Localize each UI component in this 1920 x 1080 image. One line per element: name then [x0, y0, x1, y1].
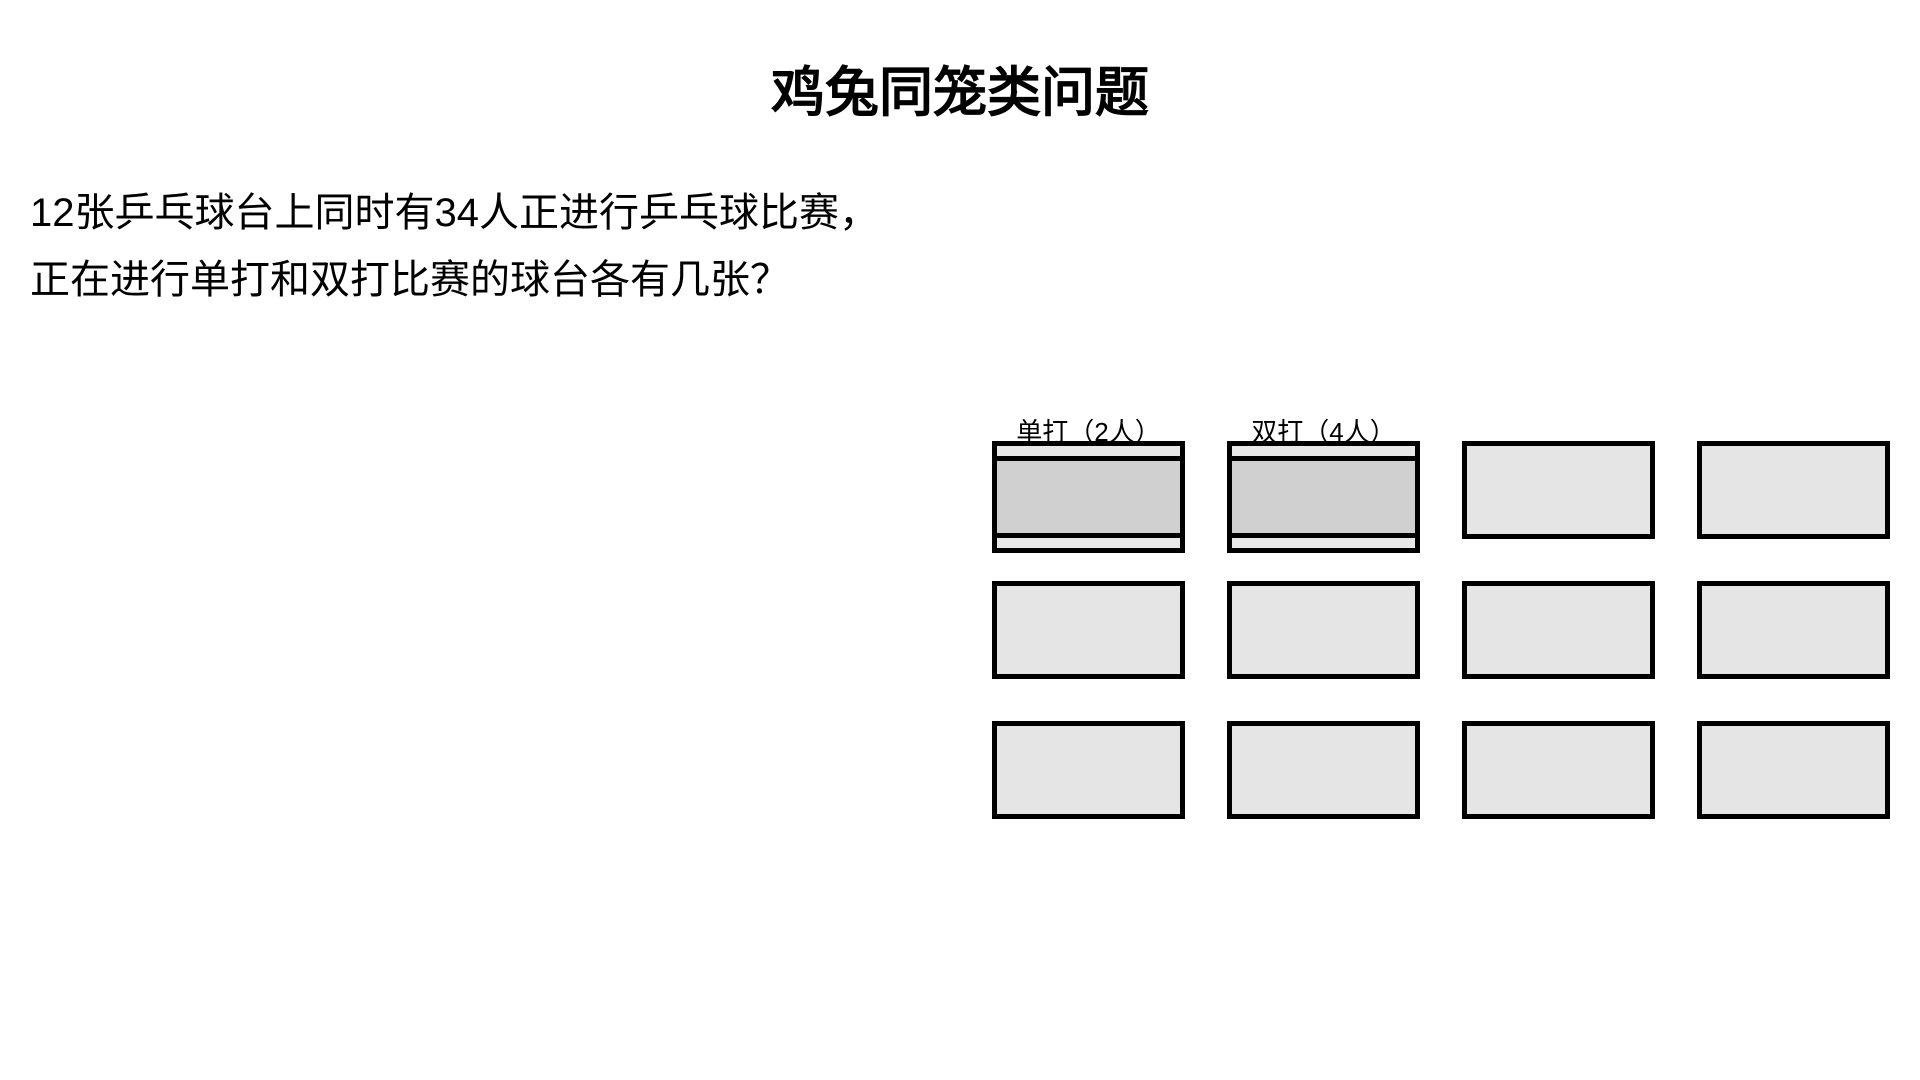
table-end-zone: [1232, 446, 1415, 456]
pingpong-table-doubles: [1227, 441, 1420, 553]
table-edge-line: [997, 456, 1180, 461]
table-cell: [1462, 721, 1655, 819]
table-cell: [992, 721, 1185, 819]
pingpong-table-empty: [1462, 581, 1655, 679]
page-title: 鸡兔同笼类问题: [771, 63, 1149, 123]
table-cell: [1697, 581, 1890, 679]
table-cell-doubles: 双打（4人）: [1227, 417, 1420, 553]
problem-statement: 12张乒乓球台上同时有34人正进行乒乓球比赛， 正在进行单打和双打比赛的球台各有…: [30, 180, 879, 314]
table-end-zone: [1232, 538, 1415, 548]
table-end-zone: [997, 538, 1180, 548]
pingpong-table-singles: [992, 441, 1185, 553]
pingpong-table-empty: [1227, 581, 1420, 679]
table-cell: [1227, 581, 1420, 679]
pingpong-table-empty: [1697, 441, 1890, 539]
table-cell: [1697, 441, 1890, 539]
table-cell: [1697, 721, 1890, 819]
table-end-zone: [997, 446, 1180, 456]
table-cell: [1462, 441, 1655, 539]
tables-grid: 单打（2人） 双打（4人）: [992, 417, 1890, 819]
pingpong-table-empty: [992, 581, 1185, 679]
pingpong-table-empty: [1462, 441, 1655, 539]
table-cell: [992, 581, 1185, 679]
pingpong-table-empty: [1227, 721, 1420, 819]
table-surface: [997, 461, 1180, 533]
pingpong-table-empty: [1697, 721, 1890, 819]
table-cell: [1462, 581, 1655, 679]
pingpong-table-empty: [1697, 581, 1890, 679]
table-cell-singles: 单打（2人）: [992, 417, 1185, 553]
pingpong-table-empty: [1462, 721, 1655, 819]
table-cell: [1227, 721, 1420, 819]
table-surface: [1232, 461, 1415, 533]
table-edge-line: [1232, 533, 1415, 538]
problem-line-1: 12张乒乓球台上同时有34人正进行乒乓球比赛，: [30, 191, 879, 235]
pingpong-table-empty: [992, 721, 1185, 819]
problem-line-2: 正在进行单打和双打比赛的球台各有几张？: [30, 258, 790, 302]
table-edge-line: [997, 533, 1180, 538]
table-edge-line: [1232, 456, 1415, 461]
